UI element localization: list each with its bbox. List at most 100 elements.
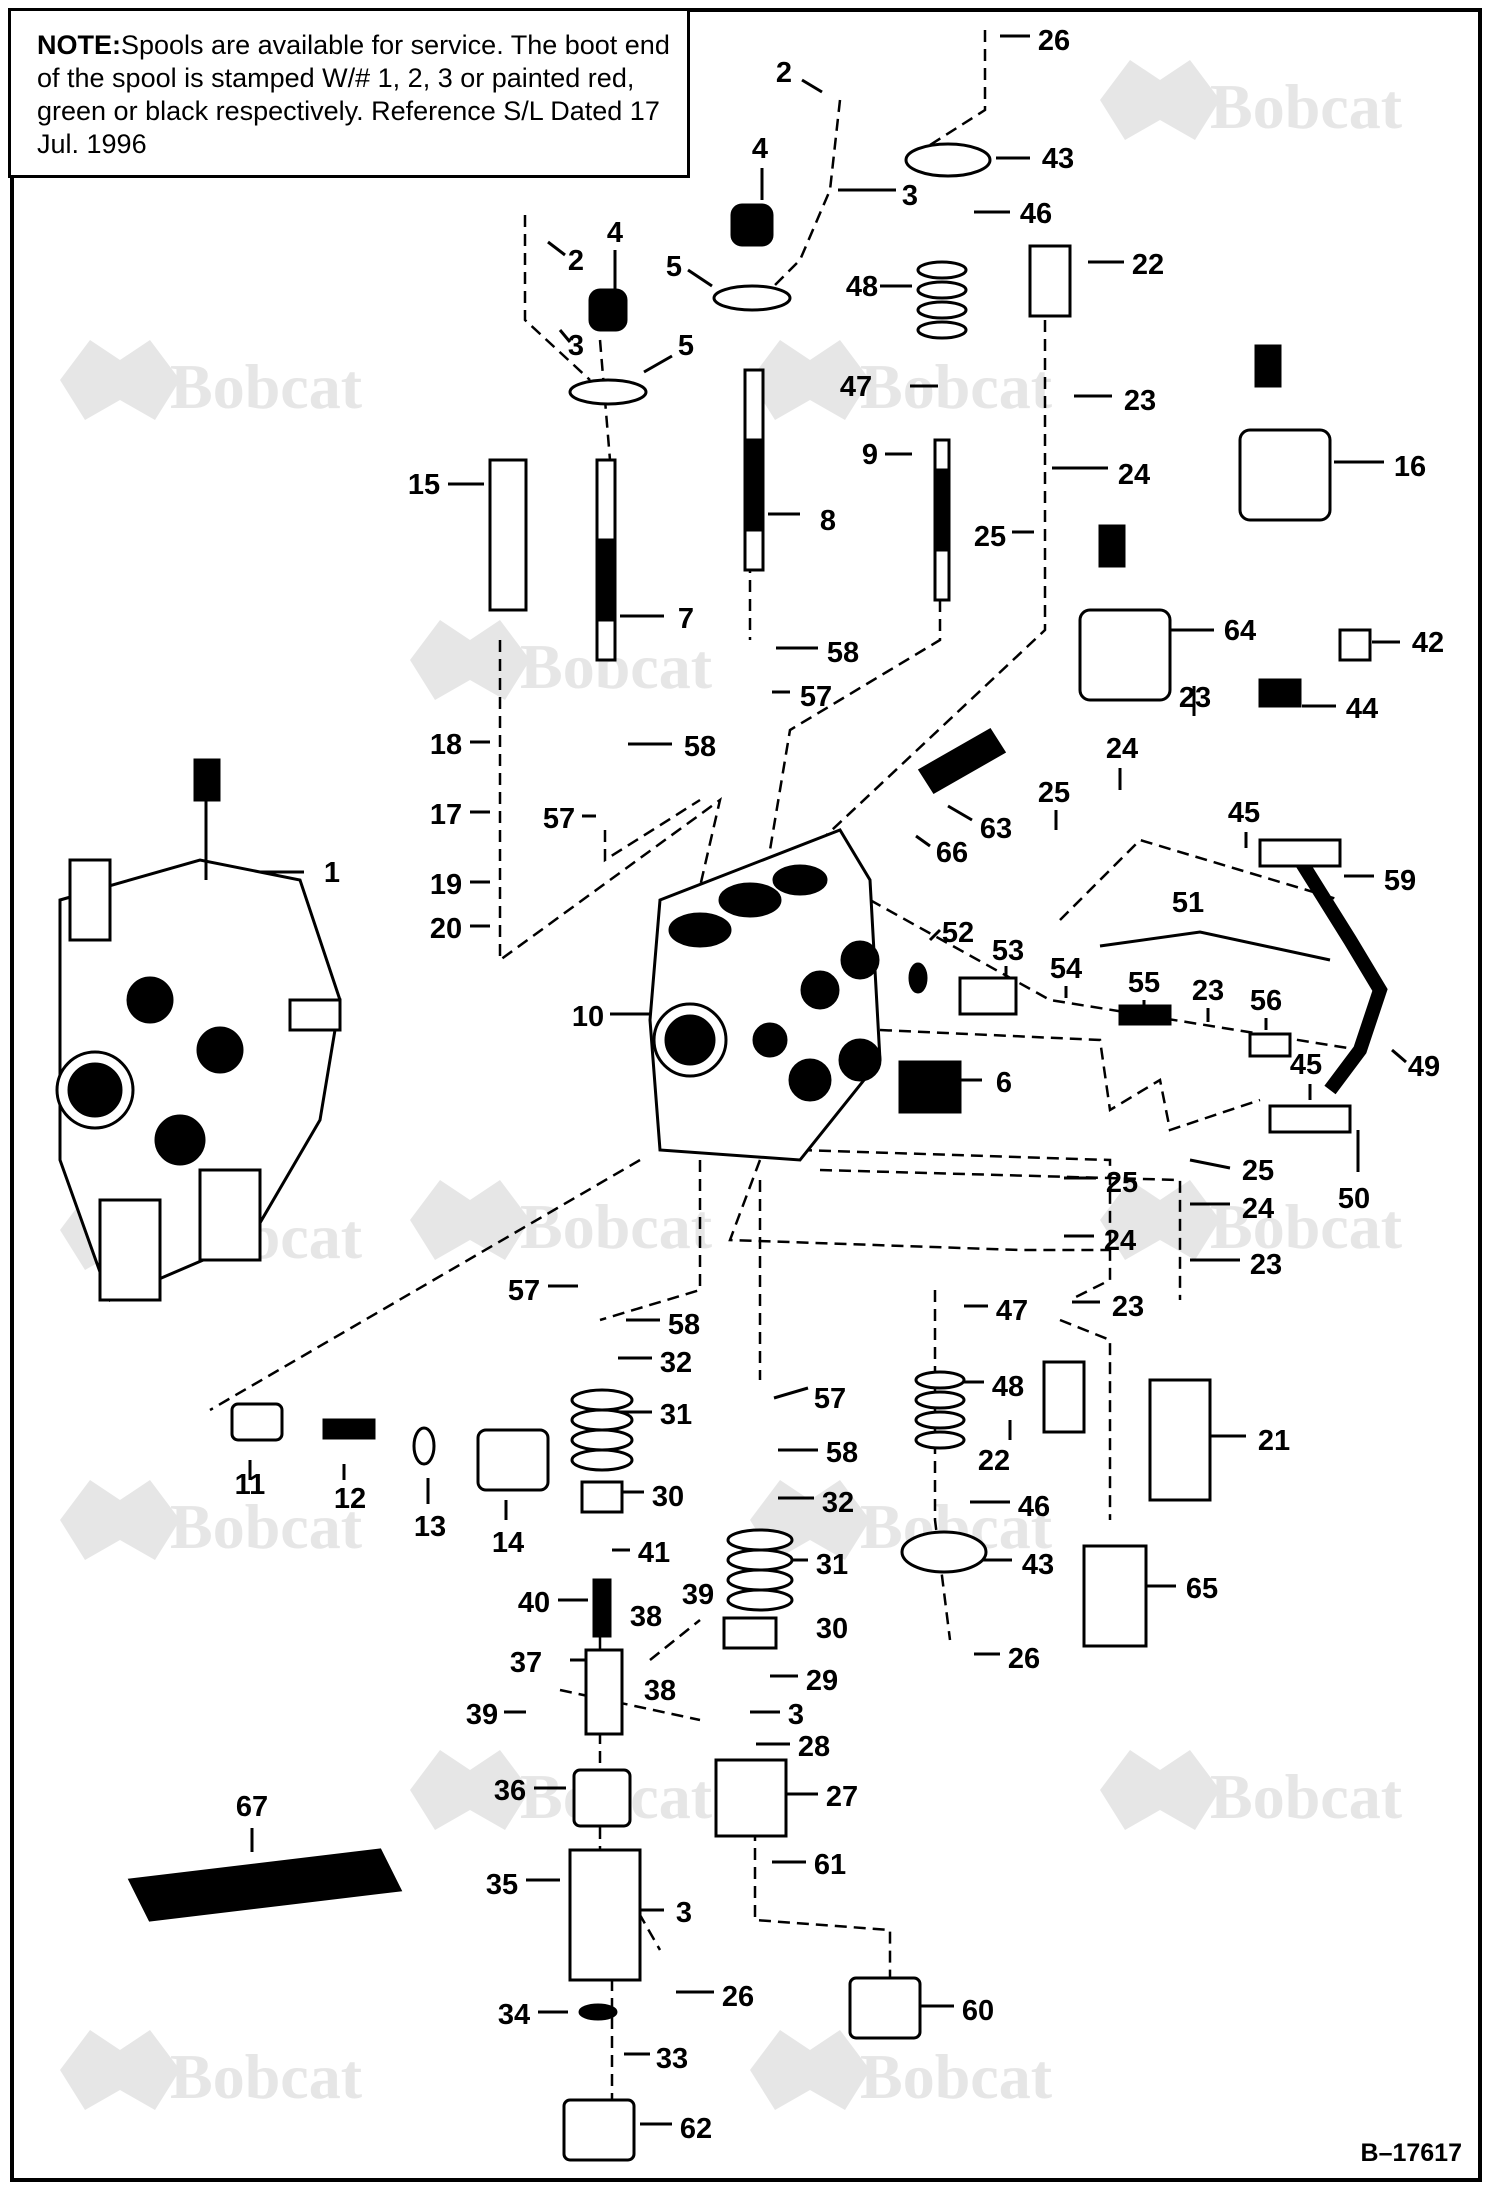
plate-item-43 <box>900 1530 988 1574</box>
callout-37: 37 <box>510 1647 542 1679</box>
callout-28: 28 <box>798 1731 830 1763</box>
callout-15: 15 <box>408 469 440 501</box>
callout-26: 26 <box>1038 25 1070 57</box>
boot-item-4 <box>730 203 774 247</box>
callout-45: 45 <box>1228 797 1260 829</box>
cap-item-62 <box>562 2098 636 2162</box>
callout-21: 21 <box>1258 1425 1290 1457</box>
callout-23: 23 <box>1250 1249 1282 1281</box>
callout-14: 14 <box>492 1527 524 1559</box>
callout-38: 38 <box>644 1675 676 1707</box>
service-note: NOTE:Spools are available for service. T… <box>37 29 687 161</box>
fitting-item-59 <box>1258 838 1342 868</box>
note-body: Spools are available for service. The bo… <box>37 30 670 159</box>
callout-48: 48 <box>992 1371 1024 1403</box>
tube-item-49 <box>1294 856 1388 1095</box>
fitting-item-22 <box>1028 244 1072 318</box>
callout-55: 55 <box>1128 967 1160 999</box>
note-heading: NOTE: <box>37 30 121 60</box>
cartridge-item-65 <box>1082 1544 1148 1648</box>
poppet-item-11 <box>230 1402 284 1442</box>
valve-body-item-10 <box>648 828 882 1162</box>
callout-66: 66 <box>936 837 968 869</box>
callout-17: 17 <box>430 799 462 831</box>
plug-item-14 <box>476 1428 550 1492</box>
callout-58: 58 <box>826 1437 858 1469</box>
callout-39: 39 <box>682 1579 714 1611</box>
fitting-item-50 <box>1268 1104 1352 1134</box>
plate-item-5 <box>712 284 792 312</box>
watermark-text: Bobcat <box>1210 1761 1403 1832</box>
callout-33: 33 <box>656 2043 688 2075</box>
callout-32: 32 <box>822 1487 854 1519</box>
cartridge-item-21 <box>1148 1378 1212 1502</box>
callout-22: 22 <box>1132 249 1164 281</box>
housing-item-35 <box>568 1848 642 1982</box>
watermark-logo: Bobcat <box>60 1480 363 1562</box>
callout-6: 6 <box>996 1067 1012 1099</box>
watermark-logo: Bobcat <box>60 2030 363 2112</box>
callout-30: 30 <box>652 1481 684 1513</box>
bracket-item-42 <box>1338 628 1372 662</box>
callout-26: 26 <box>722 1981 754 2013</box>
callout-31: 31 <box>816 1549 848 1581</box>
callout-57: 57 <box>508 1275 540 1307</box>
callout-4: 4 <box>607 217 623 249</box>
callout-1: 1 <box>324 857 340 889</box>
callout-64: 64 <box>1224 615 1256 647</box>
callout-52: 52 <box>942 917 974 949</box>
callout-40: 40 <box>518 1587 550 1619</box>
cap-item-36 <box>572 1768 632 1828</box>
callout-23: 23 <box>1179 682 1211 714</box>
callout-10: 10 <box>572 1001 604 1033</box>
watermark-text: Bobcat <box>170 2041 363 2112</box>
callout-62: 62 <box>680 2113 712 2145</box>
callout-42: 42 <box>1412 627 1444 659</box>
callout-29: 29 <box>806 1665 838 1697</box>
leader-lines <box>248 34 1407 2126</box>
solenoid-item-64 <box>1078 608 1172 702</box>
callout-43: 43 <box>1042 143 1074 175</box>
drawing-number: B–17617 <box>1360 2139 1462 2167</box>
boot-item-4 <box>588 288 628 332</box>
fitting-item-44 <box>1258 678 1302 708</box>
callout-19: 19 <box>430 869 462 901</box>
callout-50: 50 <box>1338 1183 1370 1215</box>
watermark-text: Bobcat <box>1210 71 1403 142</box>
callout-2: 2 <box>776 57 792 89</box>
callout-31: 31 <box>660 1399 692 1431</box>
oring-item-13 <box>412 1426 436 1466</box>
callout-46: 46 <box>1018 1491 1050 1523</box>
callout-58: 58 <box>668 1309 700 1341</box>
callout-49: 49 <box>1408 1051 1440 1083</box>
watermark-text: Bobcat <box>170 1491 363 1562</box>
sleeve-item-53 <box>958 976 1018 1016</box>
callout-60: 60 <box>962 1995 994 2027</box>
callout-8: 8 <box>820 505 836 537</box>
callout-36: 36 <box>494 1775 526 1807</box>
callout-3: 3 <box>568 330 584 362</box>
spring-item-55 <box>1118 1004 1172 1026</box>
callout-26: 26 <box>1008 1643 1040 1675</box>
callout-56: 56 <box>1250 985 1282 1017</box>
callout-54: 54 <box>1050 953 1082 985</box>
callout-24: 24 <box>1104 1225 1136 1257</box>
callout-22: 22 <box>978 1445 1010 1477</box>
callout-12: 12 <box>334 1483 366 1515</box>
callout-39: 39 <box>466 1699 498 1731</box>
watermark-logo: Bobcat <box>1100 1750 1403 1832</box>
callout-44: 44 <box>1346 693 1378 725</box>
spool-item-40 <box>592 1578 612 1638</box>
callout-61: 61 <box>814 1849 846 1881</box>
callout-34: 34 <box>498 1999 530 2031</box>
callout-58: 58 <box>827 637 859 669</box>
callout-51: 51 <box>1172 887 1204 919</box>
sleeve-item-37 <box>584 1648 624 1736</box>
watermark-text: Bobcat <box>520 1191 713 1262</box>
callout-41: 41 <box>638 1537 670 1569</box>
callout-13: 13 <box>414 1511 446 1543</box>
callout-11: 11 <box>235 1469 266 1501</box>
callout-7: 7 <box>678 603 694 635</box>
spring-item-48 <box>916 260 968 340</box>
